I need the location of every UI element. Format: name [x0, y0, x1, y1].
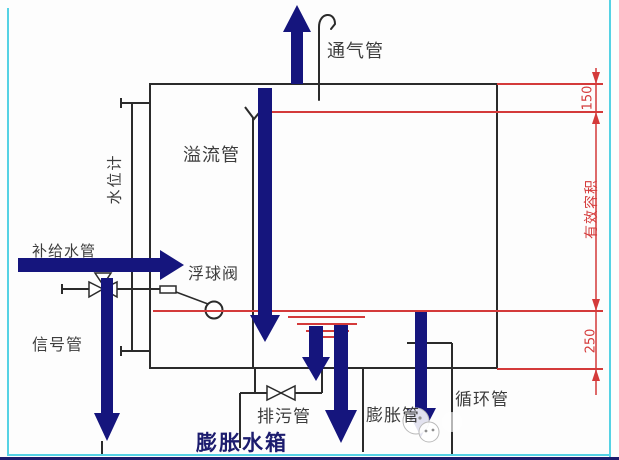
- effective-volume-label: 有效容积: [584, 179, 600, 239]
- vent-pipe-label: 通气管: [327, 41, 384, 62]
- frame-right-border: [609, 0, 611, 457]
- dimension-line: [592, 68, 600, 395]
- flow-arrows: [18, 5, 436, 443]
- circulation-pipe-label: 循环管: [455, 390, 509, 410]
- signal-pipe-label: 信号管: [32, 335, 84, 354]
- frame-bottom-navy-strip: [0, 457, 619, 460]
- bottom-piping: [101, 342, 453, 456]
- drain-flow-arrow: [302, 326, 330, 381]
- expansion-flow-arrow: [325, 325, 357, 443]
- supply-pipe-label: 补给水管: [32, 242, 97, 260]
- signal-flow-arrow: [94, 278, 120, 441]
- expansion-pipe-label: 膨胀管: [366, 406, 420, 426]
- float-valve-label: 浮球阀: [188, 264, 240, 283]
- level-gauge-label: 水位计: [105, 153, 124, 205]
- vent-flow-arrow: [283, 5, 311, 84]
- wechat-watermark-icon: [402, 407, 462, 443]
- red-level-lines: [153, 83, 603, 370]
- frame-left-border: [7, 8, 9, 456]
- dimension-150-label: 150: [580, 85, 596, 111]
- tank-outline: [149, 83, 498, 369]
- frame-bottom-border: [7, 454, 611, 456]
- diagram-caption: 膨胀水箱: [196, 431, 288, 455]
- level-gauge-lines: [120, 98, 150, 356]
- overflow-pipe-label: 溢流管: [183, 145, 240, 166]
- drain-valve: [266, 384, 296, 402]
- circulation-flow-arrow: [406, 312, 436, 437]
- overflow-flow-arrow: [250, 88, 280, 342]
- drain-pipe-label: 排污管: [257, 407, 311, 427]
- dimension-250-label: 250: [583, 328, 599, 354]
- vent-pipe-line: [318, 14, 337, 101]
- supply-flow-arrow: [18, 250, 184, 280]
- float-valve-symbol: [159, 285, 224, 320]
